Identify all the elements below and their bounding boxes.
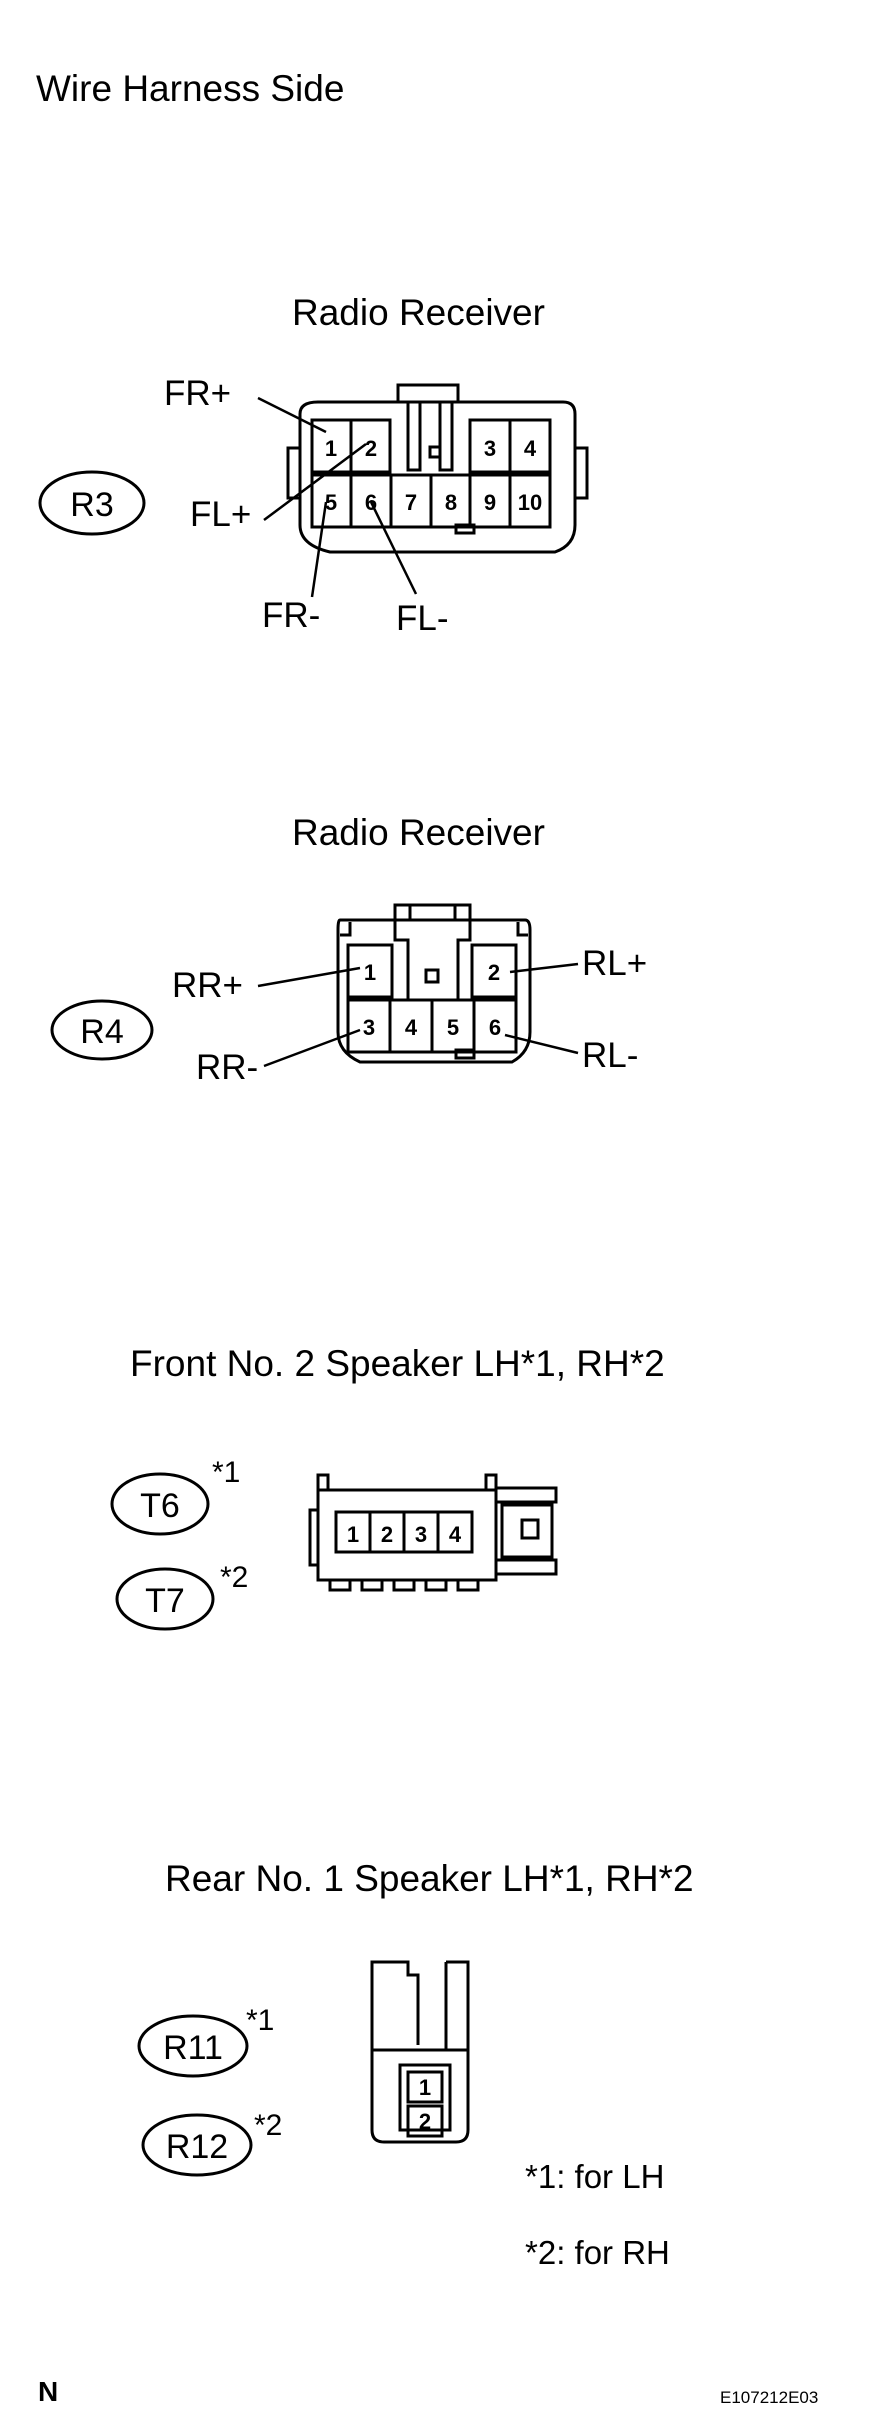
r11-code: R11	[163, 2029, 223, 2067]
r4-pin-1: 1	[364, 960, 376, 985]
r11r12-pin-2: 2	[419, 2109, 431, 2134]
t6-code-oval	[110, 1472, 210, 1536]
r4-leader-lines	[257, 962, 579, 1068]
r3-connector-body	[286, 383, 589, 554]
t7-code-oval	[115, 1567, 215, 1631]
figure-id: E107212E03	[720, 2388, 819, 2407]
r11-mark: *1	[246, 2004, 275, 2037]
t6t7-connector-body	[308, 1473, 558, 1592]
r3-pin-1: 1	[325, 436, 337, 461]
r4-label-rl-minus: RL-	[582, 1036, 639, 1075]
r12-code: R12	[166, 2128, 228, 2166]
r4-pin-numbers: 1 2 3 4 5 6	[363, 960, 501, 1040]
r11r12-connector-body	[370, 1960, 470, 2144]
r4-pin-4: 4	[405, 1015, 418, 1040]
r4-connector-body	[336, 903, 532, 1064]
r3-pin-7: 7	[405, 490, 417, 515]
r3-label-fl-minus: FL-	[396, 599, 449, 638]
r4-label-rr-plus: RR+	[172, 966, 243, 1005]
t6t7-pin-2: 2	[381, 1522, 393, 1547]
note-rh: *2: for RH	[525, 2234, 670, 2271]
r3-code: R3	[70, 486, 113, 524]
r3-pin-4: 4	[524, 436, 537, 461]
t6-code: T6	[140, 1487, 180, 1525]
r4-pin-5: 5	[447, 1015, 459, 1040]
r3-pin-numbers: 1 2 3 4 5 6 7 8 9 10	[325, 436, 542, 515]
r3-pin-2: 2	[365, 436, 377, 461]
r4-label-rl-plus: RL+	[582, 944, 648, 983]
r4-pin-3: 3	[363, 1015, 375, 1040]
r3-leader-lines	[257, 396, 418, 598]
r4-label-rr-minus: RR-	[196, 1048, 259, 1087]
r4-title: Radio Receiver	[292, 812, 545, 853]
r4-code-oval	[50, 999, 154, 1061]
t6t7-pin-3: 3	[415, 1522, 427, 1547]
t6t7-pin-1: 1	[347, 1522, 359, 1547]
t6-mark: *1	[212, 1456, 241, 1489]
t6t7-title: Front No. 2 Speaker LH*1, RH*2	[130, 1343, 665, 1384]
r3-code-oval	[38, 470, 146, 536]
footer-mark: N	[38, 2376, 59, 2407]
page-title: Wire Harness Side	[36, 68, 345, 109]
r3-pin-5: 5	[325, 490, 337, 515]
r11r12-pin-numbers: 1 2	[419, 2075, 431, 2134]
r3-label-fr-minus: FR-	[262, 596, 321, 635]
r4-pin-2: 2	[488, 960, 500, 985]
r11r12-title: Rear No. 1 Speaker LH*1, RH*2	[165, 1858, 694, 1899]
t7-code: T7	[145, 1582, 185, 1620]
note-lh: *1: for LH	[525, 2158, 665, 2195]
t6t7-pin-numbers: 1 2 3 4	[347, 1522, 462, 1547]
r3-label-fr-plus: FR+	[164, 374, 232, 413]
r12-mark: *2	[254, 2109, 283, 2142]
r4-pin-6: 6	[489, 1015, 501, 1040]
r3-label-fl-plus: FL+	[190, 495, 252, 534]
r3-title: Radio Receiver	[292, 292, 545, 333]
t6t7-pin-4: 4	[449, 1522, 462, 1547]
r3-pin-8: 8	[445, 490, 457, 515]
r11r12-pin-1: 1	[419, 2075, 431, 2100]
r12-code-oval	[141, 2113, 253, 2177]
r3-pin-9: 9	[484, 490, 496, 515]
r3-pin-3: 3	[484, 436, 496, 461]
t7-mark: *2	[220, 1561, 249, 1594]
r4-code: R4	[80, 1013, 123, 1051]
r3-pin-10: 10	[518, 490, 542, 515]
r11-code-oval	[137, 2014, 249, 2078]
